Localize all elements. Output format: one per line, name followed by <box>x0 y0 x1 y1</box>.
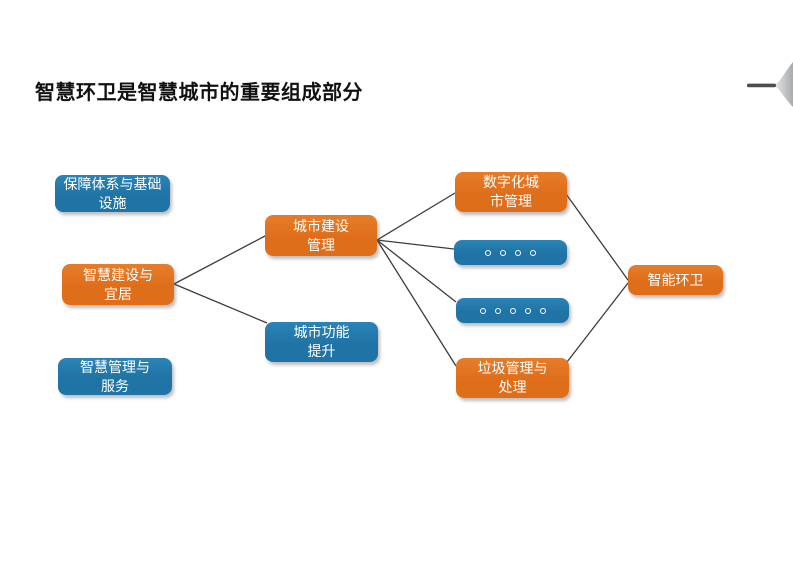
connector-line <box>565 193 629 281</box>
ellipsis-dot <box>530 249 536 256</box>
ellipsis-dots <box>485 249 536 256</box>
node-label: 保障体系与基础 设施 <box>63 175 162 211</box>
ellipsis-dot <box>509 307 516 314</box>
ellipsis-dot <box>494 307 501 314</box>
ellipsis-dot <box>524 307 531 314</box>
node-placeholder-1 <box>454 240 567 265</box>
top-right-ornament-icon <box>747 62 793 107</box>
node-support-system: 保障体系与基础 设施 <box>55 175 170 212</box>
node-urban-function: 城市功能 提升 <box>265 322 378 362</box>
connector-line <box>376 192 456 241</box>
node-waste-management: 垃圾管理与 处理 <box>456 358 569 398</box>
ellipsis-dot <box>485 249 491 256</box>
node-smart-management: 智慧管理与 服务 <box>58 358 172 395</box>
node-label: 城市建设 管理 <box>293 217 349 253</box>
node-label: 垃圾管理与 处理 <box>477 360 548 395</box>
node-urban-construction: 城市建设 管理 <box>265 215 377 256</box>
ellipsis-dot <box>539 307 546 314</box>
node-label: 数字化城 市管理 <box>483 174 539 209</box>
connector-line <box>173 235 266 285</box>
node-label: 智慧建设与 宜居 <box>83 266 153 302</box>
node-digital-city: 数字化城 市管理 <box>455 172 567 212</box>
connector-line <box>566 282 629 363</box>
connector-line <box>376 239 457 367</box>
connector-line <box>173 283 268 324</box>
node-label: 智能环卫 <box>647 271 704 288</box>
node-smart-construction: 智慧建设与 宜居 <box>62 264 174 305</box>
node-label: 智慧管理与 服务 <box>80 358 150 394</box>
page-title: 智慧环卫是智慧城市的重要组成部分 <box>35 82 363 104</box>
node-label: 城市功能 提升 <box>293 324 350 359</box>
ellipsis-dot <box>515 249 521 256</box>
connector-line <box>376 239 455 250</box>
ellipsis-dot <box>479 307 486 314</box>
ellipsis-dots <box>479 307 546 314</box>
node-smart-sanitation: 智能环卫 <box>628 265 723 295</box>
ellipsis-dot <box>500 249 506 256</box>
node-placeholder-2 <box>456 298 569 323</box>
connector-line <box>376 239 457 303</box>
